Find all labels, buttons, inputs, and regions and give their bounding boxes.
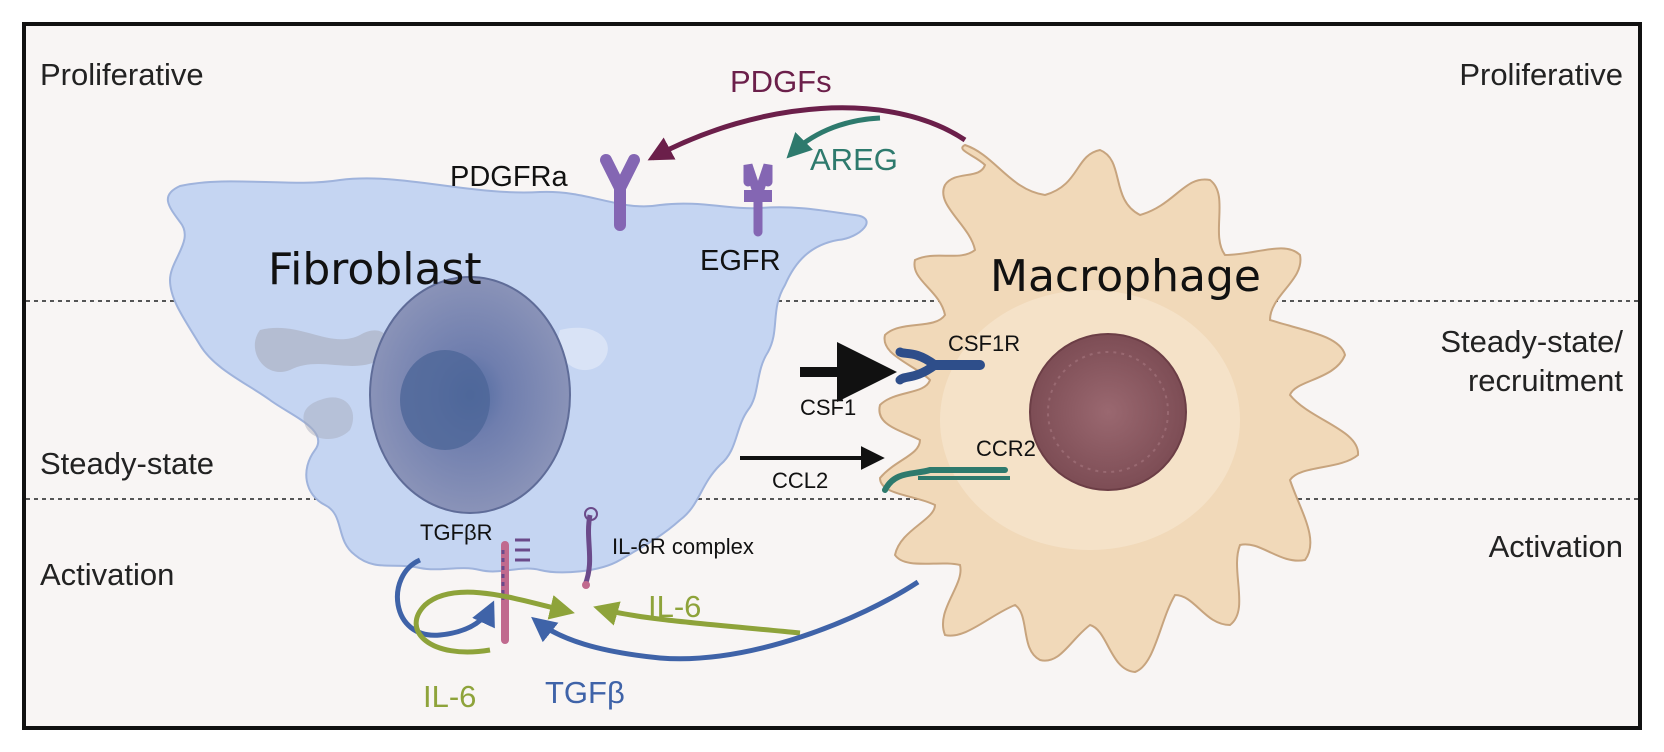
zone-label-activation-right: Activation — [1489, 529, 1623, 564]
areg-label: AREG — [810, 142, 898, 177]
zone-label-steady-state-recruitment-1: Steady-state/ — [1440, 324, 1623, 359]
zone-label-proliferative-left: Proliferative — [40, 57, 204, 92]
macrophage-label: Macrophage — [990, 251, 1261, 302]
egfr-label: EGFR — [700, 245, 781, 277]
fibroblast-label: Fibroblast — [268, 244, 482, 295]
macrophage-nucleus — [1029, 333, 1187, 491]
zone-label-steady-state-recruitment-2: recruitment — [1468, 363, 1623, 398]
il6-label-right: IL-6 — [648, 589, 701, 624]
csf1r-label: CSF1R — [948, 331, 1020, 356]
pdgfra-label: PDGFRa — [450, 161, 569, 193]
tgfbr-receptor — [501, 538, 530, 644]
fibroblast-cell — [167, 177, 868, 574]
il6-autocrine-arrow — [413, 589, 575, 655]
pdgfra-receptor — [600, 154, 640, 231]
areg-arrow — [786, 115, 881, 159]
csf1r-receptor — [895, 347, 985, 385]
tgfb-autocrine-arrow — [395, 557, 495, 638]
pdgfs-label: PDGFs — [730, 64, 832, 99]
macrophage-cell — [878, 143, 1360, 674]
egfr-receptor — [743, 163, 773, 237]
tgfbr-label: TGFβR — [420, 520, 493, 545]
il6r-complex-label: IL-6R complex — [612, 534, 754, 559]
il6-arrow-from-macrophage — [593, 601, 801, 636]
tgfb-arrow-from-macrophage — [531, 579, 920, 662]
il6-label-bottom: IL-6 — [423, 679, 476, 714]
zone-label-activation-left: Activation — [40, 557, 174, 592]
fibroblast-nucleolus — [400, 350, 490, 450]
macrophage-nucleus-texture — [1047, 351, 1169, 473]
ccl2-label: CCL2 — [772, 468, 828, 493]
tgfb-label: TGFβ — [545, 675, 625, 710]
zone-label-proliferative-right: Proliferative — [1459, 57, 1623, 92]
fibroblast-texture-1 — [254, 327, 390, 372]
fibroblast-texture-3 — [558, 327, 608, 371]
ccr2-label: CCR2 — [976, 436, 1036, 461]
zone-label-steady-state-left: Steady-state — [40, 446, 214, 481]
il6r-complex-receptor — [582, 507, 598, 589]
ccr2-receptor — [882, 467, 1010, 493]
csf1-label: CSF1 — [800, 395, 856, 420]
pdgfs-arrow — [647, 105, 967, 161]
fibroblast-texture-2 — [303, 397, 354, 440]
